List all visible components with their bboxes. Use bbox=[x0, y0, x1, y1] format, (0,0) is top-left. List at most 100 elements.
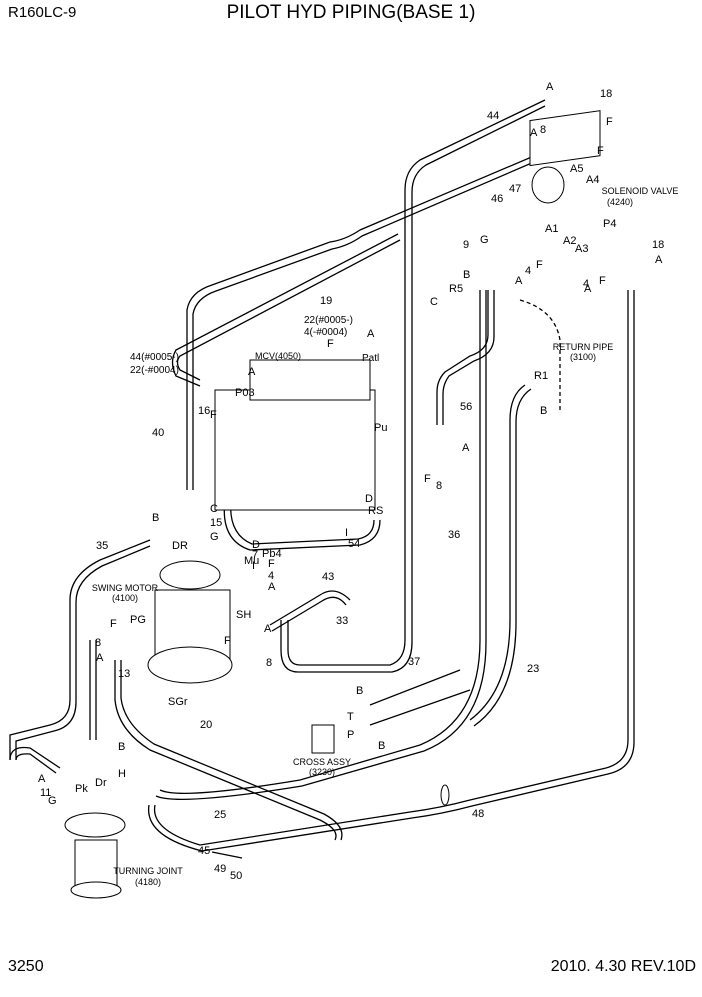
hose-40-outer bbox=[186, 149, 549, 490]
callout-label: B bbox=[152, 512, 159, 524]
callout-label: F bbox=[424, 473, 431, 485]
callout-label: 4(-#0004) bbox=[304, 327, 347, 338]
hose-44-inner bbox=[280, 105, 546, 673]
callout-label: 11 bbox=[40, 787, 51, 799]
callout-label: B bbox=[540, 405, 547, 417]
hose-11-outer bbox=[9, 746, 61, 769]
callout-label: A bbox=[655, 254, 663, 266]
callout-label: F bbox=[110, 618, 117, 630]
callout-label: A bbox=[530, 127, 538, 139]
hose-23-outer bbox=[153, 290, 629, 846]
page-number: 3250 bbox=[8, 958, 44, 975]
callout-label: C bbox=[210, 503, 218, 515]
callout-label: PG bbox=[130, 614, 146, 626]
callout-label: B bbox=[118, 741, 125, 753]
callout-label: G bbox=[480, 234, 489, 246]
hose-40-inner bbox=[192, 155, 549, 490]
callout-label: G bbox=[48, 795, 57, 807]
callout-label: Mu bbox=[244, 555, 259, 567]
hose-r1-outer bbox=[469, 384, 526, 721]
hose-43-inner bbox=[230, 499, 375, 545]
callout-label: 8 bbox=[266, 657, 272, 669]
callout-label: C bbox=[430, 296, 438, 308]
callout-label: 40 bbox=[152, 427, 164, 439]
callout-label: F bbox=[599, 275, 606, 287]
callout-label: Dr bbox=[95, 777, 107, 789]
hose-33-outer bbox=[269, 590, 351, 626]
hose-43-outer bbox=[223, 499, 381, 551]
turning-joint-label: TURNING JOINT bbox=[113, 866, 183, 876]
hose-33-inner bbox=[271, 596, 347, 632]
callout-label: 54 bbox=[348, 538, 360, 550]
callout-label: P bbox=[347, 729, 354, 741]
callout-label: A4 bbox=[586, 174, 599, 186]
hose-44-outer bbox=[287, 99, 546, 666]
callout-label: 18 bbox=[652, 239, 664, 251]
callout-label: Pu bbox=[374, 422, 387, 434]
callout-label: F bbox=[210, 409, 217, 421]
hose-35-outer bbox=[9, 539, 151, 760]
callout-label: A3 bbox=[575, 243, 588, 255]
callout-label: 44(#0005-) bbox=[130, 352, 179, 363]
callout-label: RS bbox=[368, 505, 383, 517]
mcv-body bbox=[214, 389, 376, 511]
callout-label: D bbox=[365, 493, 373, 505]
callout-label: A1 bbox=[545, 223, 558, 235]
callout-label: A bbox=[584, 283, 592, 295]
callout-label: 56 bbox=[460, 401, 472, 413]
callout-label: F bbox=[224, 635, 231, 647]
callout-label: 20 bbox=[200, 719, 212, 731]
callout-label: R5 bbox=[449, 283, 463, 295]
hose-11-inner bbox=[15, 753, 57, 774]
callout-label: 46 bbox=[491, 193, 503, 205]
callout-label: B bbox=[378, 740, 385, 752]
return-pipe-label: RETURN PIPE bbox=[553, 342, 614, 352]
swing-motor-top bbox=[159, 560, 221, 590]
callout-label: 8 bbox=[95, 637, 101, 649]
hose-56-inner bbox=[442, 290, 495, 425]
callout-label: SGr bbox=[168, 696, 188, 708]
cross-assy-body bbox=[311, 724, 335, 754]
callout-label: 47 bbox=[509, 183, 521, 195]
callout-label: 50 bbox=[230, 870, 242, 882]
hose-35-inner bbox=[15, 545, 151, 760]
hose-37-upper bbox=[369, 669, 461, 706]
callout-label: A bbox=[248, 366, 256, 378]
hose-22-outer bbox=[176, 239, 401, 381]
callout-label: 13 bbox=[118, 668, 130, 680]
callout-label: A bbox=[515, 275, 523, 287]
accumulator bbox=[531, 166, 565, 204]
callout-label: I bbox=[345, 527, 348, 539]
callout-label: A bbox=[268, 581, 276, 593]
callout-label: 16 bbox=[198, 405, 210, 417]
turning-joint-top bbox=[64, 812, 126, 838]
hose-37-lower bbox=[369, 689, 471, 726]
hose-36-inner bbox=[155, 290, 487, 800]
return-pipe bbox=[519, 299, 561, 410]
callout-label: A5 bbox=[570, 163, 583, 175]
callout-label: 7 bbox=[252, 549, 258, 561]
callout-label: B bbox=[356, 685, 363, 697]
component-labels: SOLENOID VALVE (4240) MCV(4050) RETURN P… bbox=[92, 186, 679, 887]
solenoid-valve-number: (4240) bbox=[607, 197, 633, 207]
callout-label: F bbox=[268, 558, 275, 570]
callout-label: A bbox=[96, 652, 104, 664]
swing-motor-label: SWING MOTOR bbox=[92, 583, 159, 593]
callout-label: 4 bbox=[525, 265, 531, 277]
callout-label: P4 bbox=[603, 218, 616, 230]
solenoid-valve-label: SOLENOID VALVE bbox=[602, 186, 679, 196]
callout-label: 25 bbox=[214, 809, 226, 821]
mcv-top bbox=[249, 359, 371, 401]
clamp-48 bbox=[440, 784, 450, 806]
callout-label: Pb4 bbox=[262, 548, 282, 560]
mcv-label: MCV(4050) bbox=[255, 351, 301, 361]
callout-label: 49 bbox=[214, 863, 226, 875]
component-shapes bbox=[64, 110, 601, 899]
callout-label: F bbox=[606, 116, 613, 128]
callout-label: 9 bbox=[463, 239, 469, 251]
callout-label: B bbox=[463, 269, 470, 281]
hose-25-outer bbox=[114, 660, 337, 841]
hose-25-inner bbox=[120, 660, 343, 841]
